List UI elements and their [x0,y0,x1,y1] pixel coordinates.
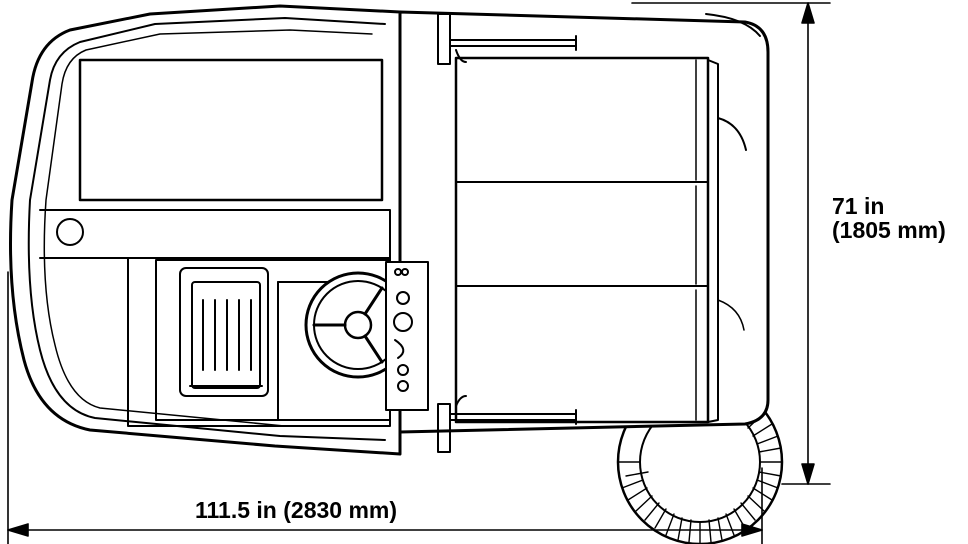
width-dimension-line [7,271,763,544]
height-dimension-mm: (1805 mm) [832,217,946,243]
rear-body [9,4,402,456]
latch-top [437,13,577,65]
height-dimension-inches: 71 in [832,193,885,219]
width-dimension-label: 111.5 in (2830 mm) [195,497,398,523]
hopper [398,10,770,434]
control-panel [385,261,429,411]
operator-seat [179,267,269,397]
height-dimension-line [631,2,831,485]
height-dimension-label: 71 in (1805 mm) [832,194,946,242]
latch-bottom [437,395,577,453]
